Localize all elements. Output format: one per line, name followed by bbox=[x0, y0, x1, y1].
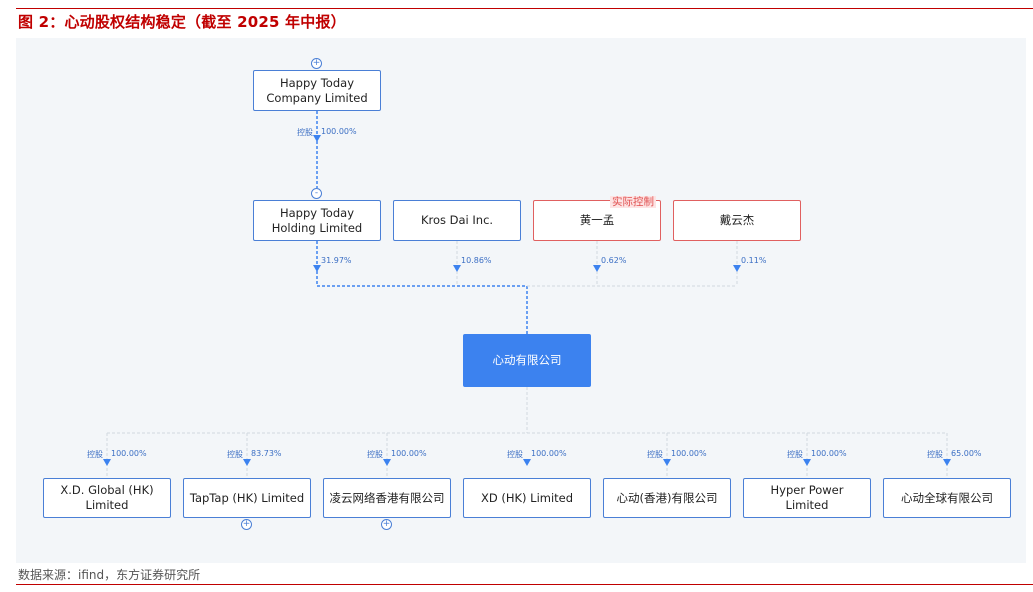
pct-label: 83.73% bbox=[251, 449, 282, 458]
pct-label: 65.00% bbox=[951, 449, 982, 458]
pct-label: 100.00% bbox=[811, 449, 847, 458]
node-xd-center[interactable]: 心动有限公司 bbox=[463, 334, 591, 387]
node-xd-hk[interactable]: XD (HK) Limited bbox=[463, 478, 591, 518]
node-hyper-power[interactable]: Hyper Power Limited bbox=[743, 478, 871, 518]
node-xindong-global[interactable]: 心动全球有限公司 bbox=[883, 478, 1011, 518]
arrow-huang bbox=[593, 265, 601, 272]
expand-toggle-icon[interactable]: + bbox=[381, 519, 392, 530]
pct-label: 100.00% bbox=[321, 127, 357, 136]
top-rule bbox=[16, 8, 1033, 9]
pct-label: 100.00% bbox=[111, 449, 147, 458]
arrow-dai bbox=[733, 265, 741, 272]
control-label: 控股 bbox=[787, 450, 803, 459]
pct-label: 31.97% bbox=[321, 256, 352, 265]
pct-label: 0.62% bbox=[601, 256, 627, 265]
actual-controller-tag: 实际控制 bbox=[610, 196, 656, 208]
control-label: 控股 bbox=[87, 450, 103, 459]
diagram-panel bbox=[16, 38, 1026, 563]
node-kros-dai[interactable]: Kros Dai Inc. bbox=[393, 200, 521, 241]
pct-label: 0.11% bbox=[741, 256, 767, 265]
node-taptap-hk[interactable]: TapTap (HK) Limited bbox=[183, 478, 311, 518]
node-xindong-hongkong[interactable]: 心动(香港)有限公司 bbox=[603, 478, 731, 518]
node-dai-yunjie[interactable]: 戴云杰 bbox=[673, 200, 801, 241]
collapse-toggle-icon[interactable]: - bbox=[311, 188, 322, 199]
pct-label: 100.00% bbox=[671, 449, 707, 458]
node-happy-today-company[interactable]: Happy Today Company Limited bbox=[253, 70, 381, 111]
arrow-holding bbox=[313, 265, 321, 272]
pct-label: 10.86% bbox=[461, 256, 492, 265]
node-happy-today-holding[interactable]: Happy Today Holding Limited bbox=[253, 200, 381, 241]
figure-title: 图 2：心动股权结构稳定（截至 2025 年中报） bbox=[18, 13, 346, 31]
node-lingyun-hk[interactable]: 凌云网络香港有限公司 bbox=[323, 478, 451, 518]
node-xd-global-hk[interactable]: X.D. Global (HK) Limited bbox=[43, 478, 171, 518]
control-label: 控股 bbox=[297, 128, 313, 137]
control-label: 控股 bbox=[367, 450, 383, 459]
expand-toggle-icon[interactable]: + bbox=[241, 519, 252, 530]
control-label: 控股 bbox=[227, 450, 243, 459]
control-label: 控股 bbox=[507, 450, 523, 459]
arrow-kros bbox=[453, 265, 461, 272]
pct-label: 100.00% bbox=[531, 449, 567, 458]
pct-label: 100.00% bbox=[391, 449, 427, 458]
control-label: 控股 bbox=[927, 450, 943, 459]
expand-toggle-icon[interactable]: + bbox=[311, 58, 322, 69]
data-source: 数据来源：ifind，东方证券研究所 bbox=[18, 568, 201, 582]
bottom-rule bbox=[16, 584, 1033, 585]
arrow-top bbox=[313, 135, 321, 142]
control-label: 控股 bbox=[647, 450, 663, 459]
